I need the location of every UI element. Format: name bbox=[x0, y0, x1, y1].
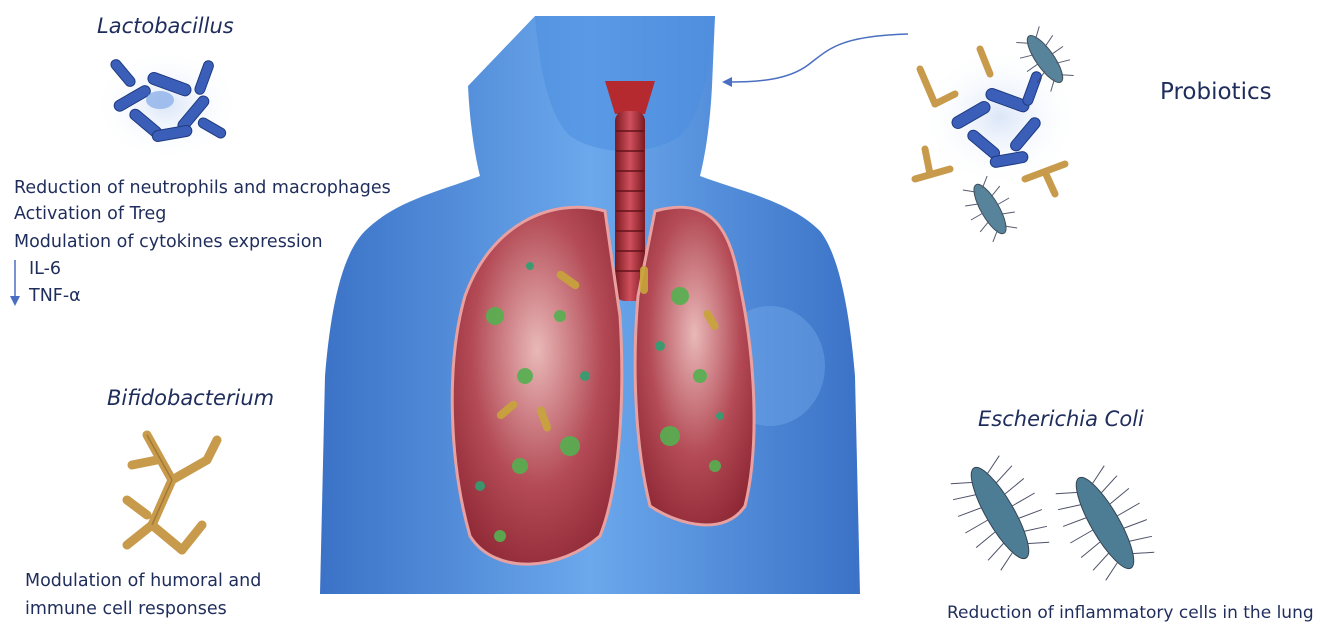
bifidobacterium-title: Bifidobacterium bbox=[107, 386, 274, 410]
ecoli-title: Escherichia Coli bbox=[978, 407, 1144, 431]
bifidobacterium-icon bbox=[112, 425, 227, 560]
cytokine-il6: IL-6 bbox=[29, 256, 61, 282]
curved-arrow-icon bbox=[718, 30, 910, 90]
ecoli-icon bbox=[940, 438, 1170, 598]
down-arrow-icon bbox=[9, 258, 21, 308]
lactobacillus-effect-1: Reduction of neutrophils and macrophages bbox=[14, 175, 391, 201]
probiotics-label: Probiotics bbox=[1160, 79, 1272, 105]
lactobacillus-effect-2: Activation of Treg bbox=[14, 201, 166, 227]
human-torso-lungs-illustration bbox=[320, 16, 860, 594]
lactobacillus-title: Lactobacillus bbox=[97, 14, 234, 38]
lactobacillus-effect-3: Modulation of cytokines expression bbox=[14, 229, 323, 255]
cytokine-tnf-alpha: TNF-α bbox=[29, 283, 81, 309]
bifidobacterium-effect-1: Modulation of humoral and bbox=[25, 568, 261, 594]
bifidobacterium-effect-2: immune cell responses bbox=[25, 596, 227, 622]
probiotics-cluster-icon bbox=[905, 14, 1085, 254]
ecoli-effect: Reduction of inflammatory cells in the l… bbox=[947, 600, 1314, 626]
lactobacillus-cluster-icon bbox=[92, 48, 242, 163]
